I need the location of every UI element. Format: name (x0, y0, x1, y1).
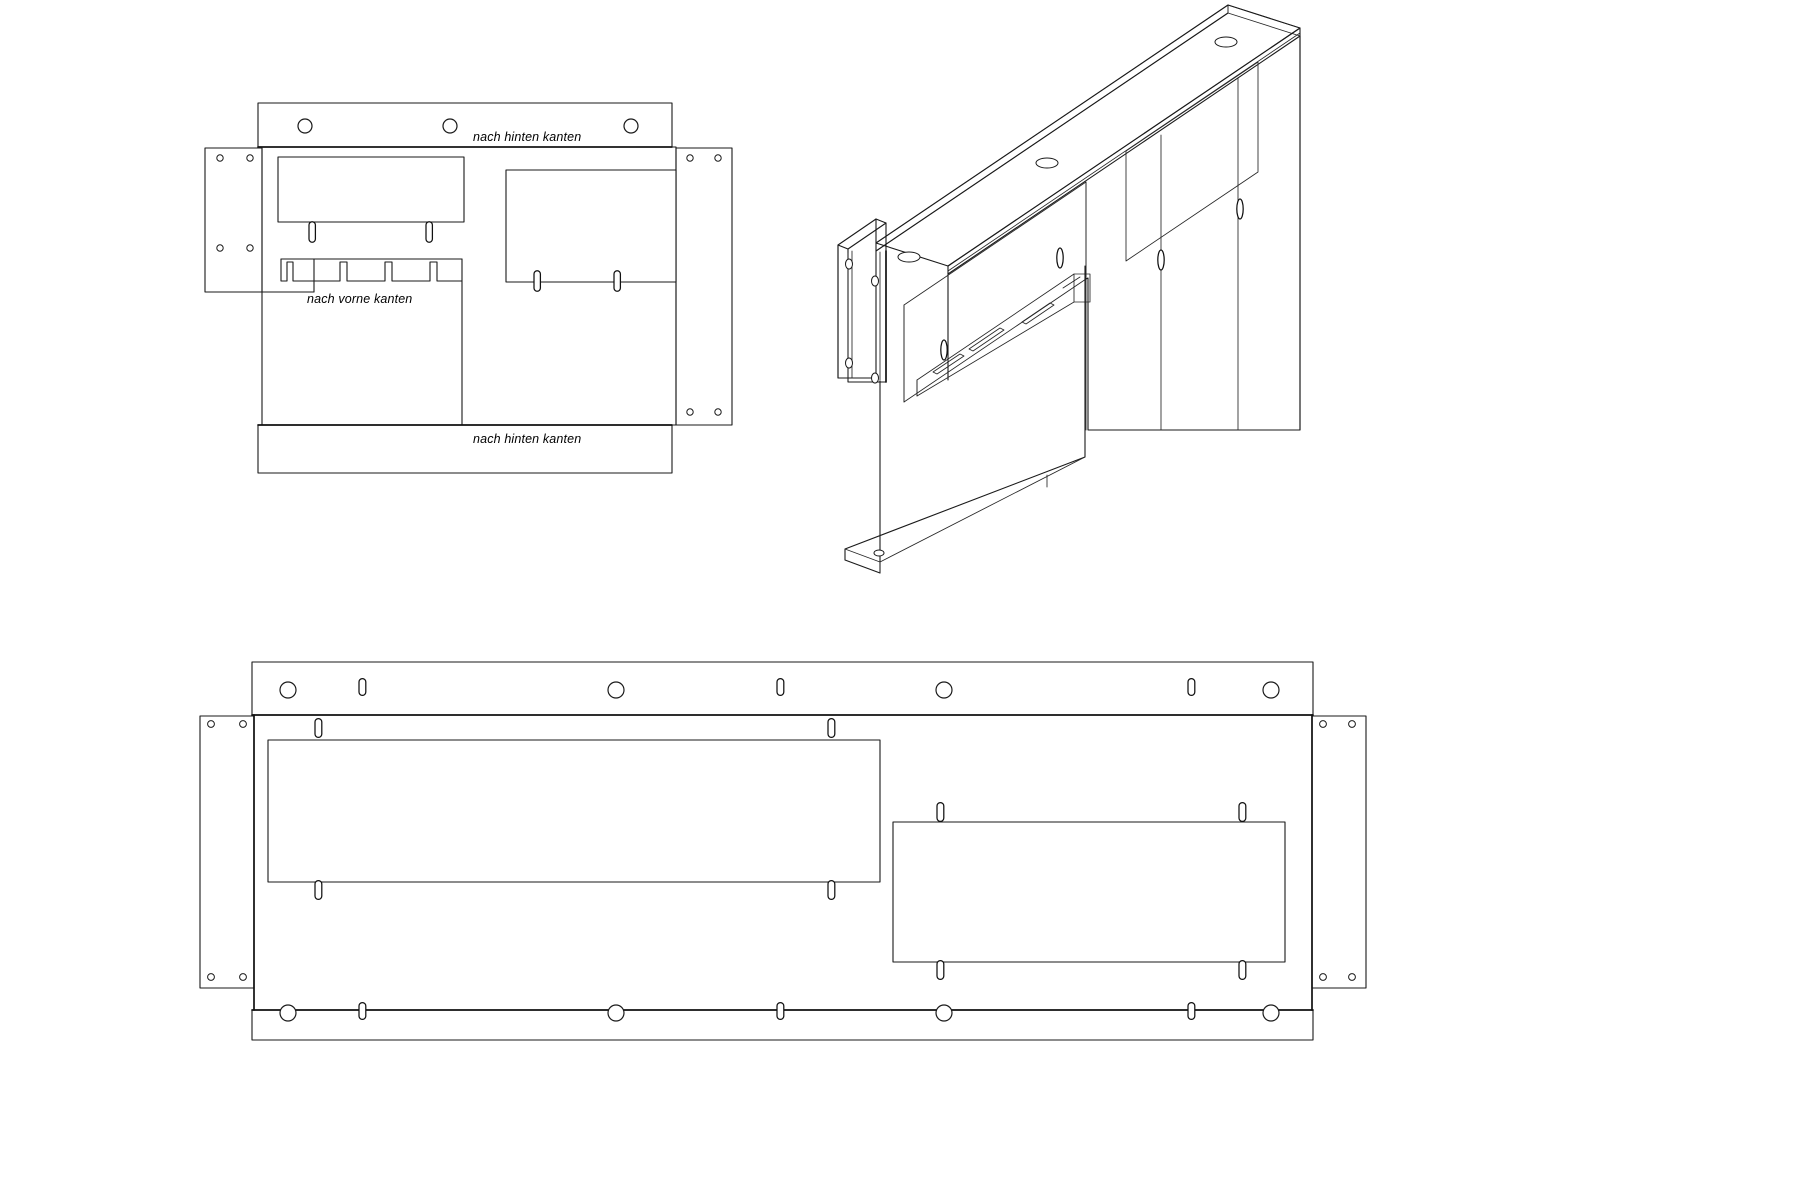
bracket-hole (845, 357, 853, 369)
small-cutout-right (505, 169, 677, 292)
isometric-shelf (916, 273, 1091, 397)
slot (314, 880, 323, 900)
note-bend-back-bottom: nach hinten kanten (473, 432, 581, 446)
round-hole (1214, 36, 1238, 48)
large-cutout-right (892, 802, 1286, 980)
bracket-hole (1348, 720, 1356, 728)
bracket-hole (216, 154, 224, 162)
bracket-hole (207, 720, 215, 728)
bracket-hole (1348, 973, 1356, 981)
small-right-bracket (675, 147, 733, 426)
large-cutout-left (267, 718, 881, 900)
bracket-hole (239, 973, 247, 981)
small-top-rail (257, 102, 673, 148)
round-hole (279, 681, 297, 699)
slot (936, 802, 945, 822)
bracket-hole (686, 154, 694, 162)
round-hole (1262, 1004, 1280, 1022)
large-bottom-rail (251, 1002, 1314, 1041)
bracket-hole (1319, 973, 1327, 981)
slot (1187, 1002, 1196, 1020)
bracket-hole (686, 408, 694, 416)
slot (776, 678, 785, 696)
bracket-hole (246, 244, 254, 252)
small-bottom-rail (257, 424, 673, 474)
isometric-bottom-channel (844, 265, 1086, 574)
note-bend-front: nach vorne kanten (307, 292, 412, 306)
small-cutout-left (277, 156, 465, 243)
slot (314, 718, 323, 738)
slot (1238, 960, 1247, 980)
bracket-hole (216, 244, 224, 252)
view-isometric-assembly (837, 4, 1301, 574)
round-hole (607, 1004, 625, 1022)
slot (533, 270, 542, 292)
slot (1238, 802, 1247, 822)
note-bend-back-top: nach hinten kanten (473, 130, 581, 144)
bracket-hole (207, 973, 215, 981)
bracket-hole (1319, 720, 1327, 728)
bracket-hole (714, 154, 722, 162)
slot (1056, 247, 1064, 269)
bracket-hole (845, 258, 853, 270)
slot (827, 880, 836, 900)
round-hole (873, 549, 885, 557)
slot (940, 339, 948, 361)
round-hole (623, 118, 639, 134)
slot (613, 270, 622, 292)
round-hole (297, 118, 313, 134)
bracket-hole (246, 154, 254, 162)
slot (308, 221, 317, 243)
large-right-bracket (1311, 715, 1367, 989)
slot (776, 1002, 785, 1020)
round-hole (279, 1004, 297, 1022)
round-hole (442, 118, 458, 134)
round-hole (1262, 681, 1280, 699)
large-left-bracket (199, 715, 255, 989)
slot (936, 960, 945, 980)
round-hole (607, 681, 625, 699)
slot (827, 718, 836, 738)
slot (1157, 249, 1165, 271)
view-flat-pattern-large (199, 661, 1367, 1041)
large-top-rail (251, 661, 1314, 716)
slot (1187, 678, 1196, 696)
bracket-hole (239, 720, 247, 728)
bracket-hole (871, 275, 879, 287)
round-hole (897, 251, 921, 263)
bracket-hole (714, 408, 722, 416)
bracket-hole (871, 372, 879, 384)
slot (1236, 198, 1244, 220)
slot (358, 1002, 367, 1020)
small-left-bracket (204, 147, 263, 293)
round-hole (1035, 157, 1059, 169)
round-hole (935, 1004, 953, 1022)
small-tab-strip (280, 258, 463, 282)
round-hole (935, 681, 953, 699)
slot (358, 678, 367, 696)
slot (425, 221, 434, 243)
